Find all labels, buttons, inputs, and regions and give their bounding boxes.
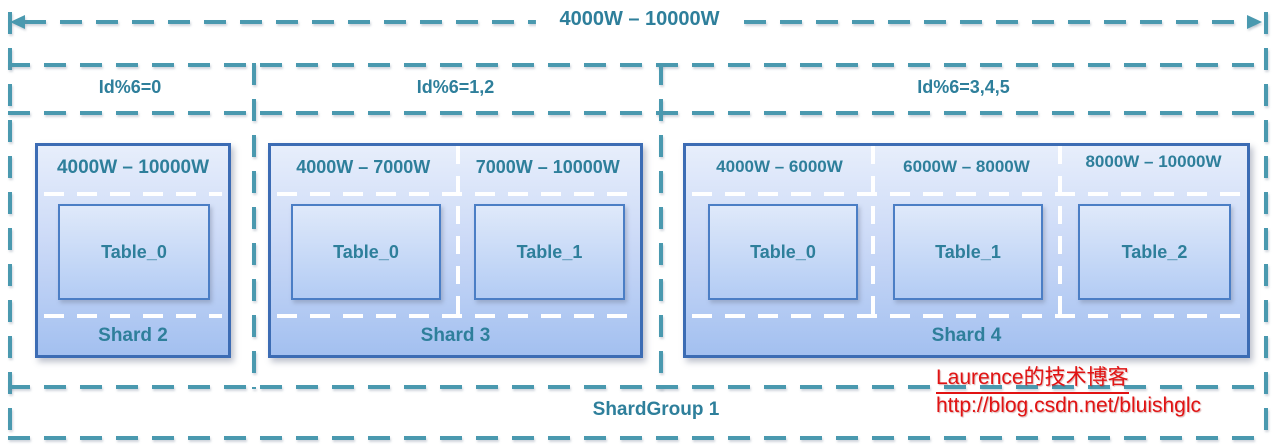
section-label-mod0: Id%6=0 [98, 76, 162, 97]
shard4-table-2: Table_2 [1078, 204, 1231, 300]
outer-border-left [8, 12, 12, 436]
shard4-range-row: 4000W – 6000W 6000W – 8000W 8000W – 1000… [686, 146, 1247, 190]
shard4-table-1: Table_1 [893, 204, 1043, 300]
shard4-range-label-0: 4000W – 6000W [716, 157, 843, 176]
shard3-table-0: Table_0 [291, 204, 441, 300]
shard-box-4: 4000W – 6000W 6000W – 8000W 8000W – 1000… [683, 143, 1250, 358]
shard2-range-row: 4000W – 10000W [38, 146, 228, 190]
shardgroup-label: ShardGroup 1 [592, 399, 720, 420]
watermark-blog-url: http://blog.csdn.net/bluishglc [936, 394, 1202, 417]
shard3-column-divider [456, 146, 460, 318]
header-row-bottom-line [8, 111, 1268, 115]
shard-box-2: 4000W – 10000W Table_0 Shard 2 [35, 143, 231, 358]
shard4-column-divider-2 [1058, 146, 1062, 318]
shard3-separator-bottom [277, 314, 634, 318]
watermark-blog-title: Laurence的技术博客 [936, 361, 1129, 394]
shard2-separator-bottom [44, 314, 222, 318]
section-label-mod345: Id%6=3,4,5 [917, 76, 1010, 97]
shard-box-3: 4000W – 7000W 7000W – 10000W Table_0 Tab… [268, 143, 643, 358]
shard3-range-row: 4000W – 7000W 7000W – 10000W [271, 146, 640, 190]
shard4-table-0: Table_0 [708, 204, 858, 300]
shard3-range-label-0: 4000W – 7000W [296, 157, 431, 177]
shard3-name-label: Shard 3 [420, 325, 491, 346]
sections-bottom-line [8, 385, 1268, 389]
shard4-range-label-1: 6000W – 8000W [903, 157, 1030, 176]
shard4-separator-top [692, 192, 1241, 196]
outer-border-bottom [8, 436, 1268, 440]
section-divider-1 [252, 63, 256, 389]
top-range-label: 4000W – 10000W [535, 8, 744, 31]
shard2-name-label: Shard 2 [98, 325, 168, 346]
shard3-range-label-1: 7000W – 10000W [475, 157, 620, 177]
arrow-right-icon [1247, 15, 1262, 29]
shard4-column-divider-1 [871, 146, 875, 318]
shard2-table-0: Table_0 [58, 204, 210, 300]
shard4-range-label-2: 8000W – 10000W [1085, 152, 1222, 171]
header-row-top-line [8, 63, 1268, 67]
outer-border-right [1264, 12, 1268, 436]
shard4-name-label: Shard 4 [931, 325, 1002, 346]
arrow-left-icon [10, 15, 25, 29]
shard4-separator-bottom [692, 314, 1241, 318]
shard3-separator-top [277, 192, 634, 196]
section-label-mod12: Id%6=1,2 [416, 76, 495, 97]
shard2-range-label: 4000W – 10000W [56, 157, 210, 178]
section-divider-2 [659, 63, 663, 389]
shard3-table-1: Table_1 [474, 204, 625, 300]
shard2-separator-top [44, 192, 222, 196]
